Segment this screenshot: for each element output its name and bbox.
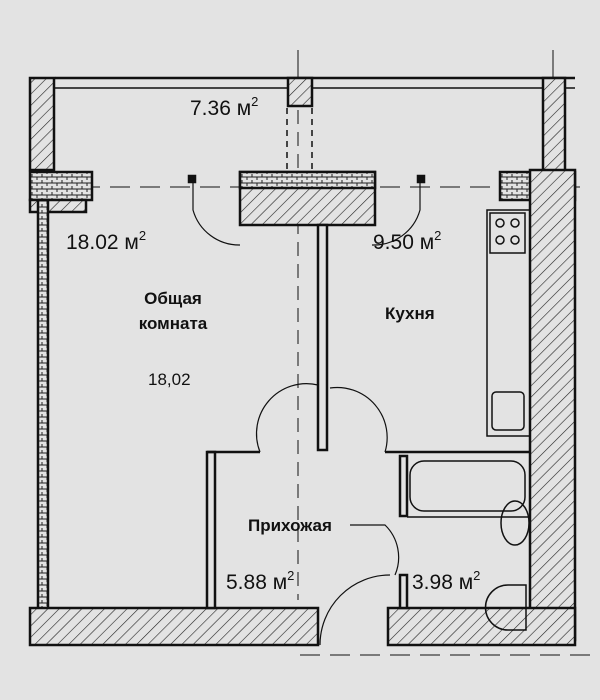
kitchen-area-label: 9.50 м2 — [373, 228, 442, 254]
sink — [491, 391, 525, 431]
doors — [192, 182, 421, 646]
toilet — [484, 584, 527, 631]
hallway-area-label: 5.88 м2 — [226, 568, 295, 594]
kitchen-counter — [486, 209, 531, 437]
kitchen-name: Кухня — [385, 304, 435, 323]
bathroom-fixtures — [409, 460, 530, 631]
balcony — [28, 76, 575, 185]
living-room-area-note: 18,02 — [148, 370, 191, 389]
washbasin — [500, 500, 530, 546]
stove — [489, 212, 526, 254]
hallway-name: Прихожая — [248, 516, 332, 535]
balcony-area-label: 7.36 м2 — [190, 94, 259, 120]
living-room-area-label: 18.02 м2 — [66, 228, 147, 254]
bathtub — [409, 460, 526, 512]
bathroom-area-label: 3.98 м2 — [412, 568, 481, 594]
